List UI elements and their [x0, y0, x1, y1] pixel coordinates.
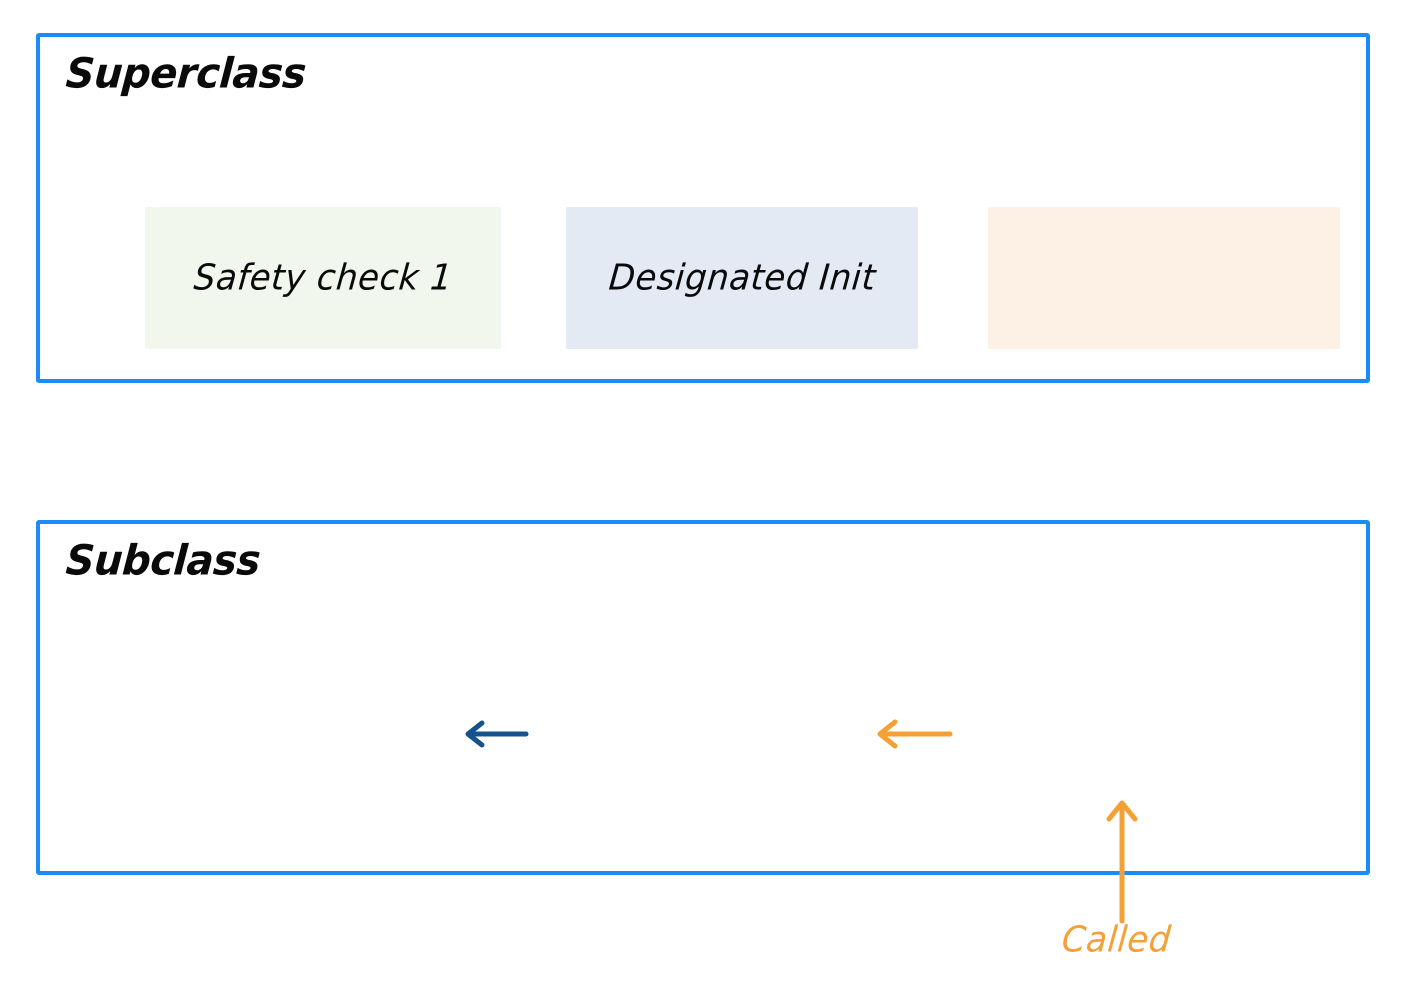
arrow-convenience-to-designated-icon: [877, 719, 953, 749]
superclass-safety-check-label: Safety check 1: [191, 257, 455, 299]
superclass-safety-check-box[interactable]: Safety check 1: [145, 207, 501, 349]
superclass-designated-init-box[interactable]: Designated Init: [566, 207, 918, 349]
arrow-called-to-convenience-icon: [1106, 800, 1138, 924]
superclass-empty-box[interactable]: [988, 207, 1340, 349]
subclass-title: Subclass: [64, 537, 262, 585]
subclass-container[interactable]: Subclass Safety check 1 Designated Init …: [36, 520, 1370, 875]
superclass-designated-init-label: Designated Init: [606, 257, 878, 299]
superclass-title: Superclass: [64, 50, 308, 98]
arrow-designated-to-safety-icon: [465, 720, 529, 748]
superclass-container[interactable]: Superclass Safety check 1 Designated Ini…: [36, 33, 1370, 383]
called-annotation-label: Called: [1060, 919, 1173, 961]
